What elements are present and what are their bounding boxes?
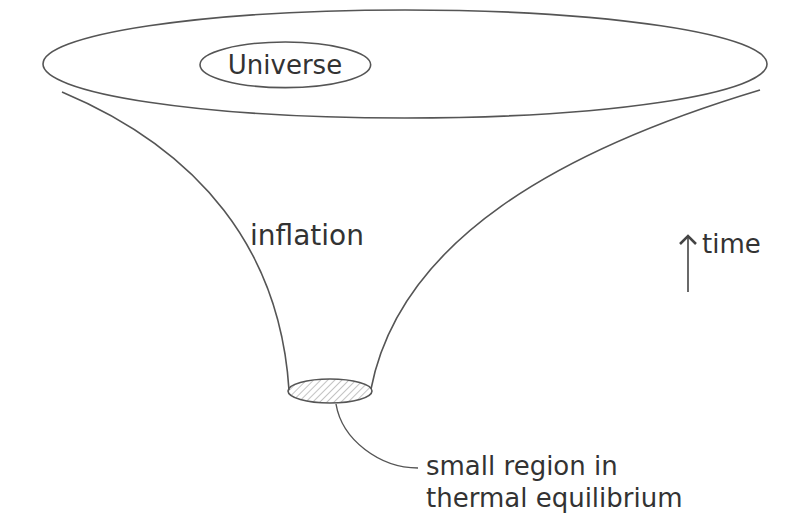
- funnel-shape: inflation Universe: [0, 0, 806, 410]
- funnel-outline: [0, 0, 806, 410]
- small-region-ellipse: [288, 379, 372, 403]
- ellipse-shape: [200, 42, 371, 88]
- leader-line: [336, 404, 418, 468]
- note-label: small region in thermal equilibrium: [426, 450, 716, 514]
- region-label: inflation: [250, 220, 364, 252]
- time-arrow: [687, 236, 689, 292]
- axis-label: time: [702, 228, 761, 260]
- universe-ellipse: Universe: [199, 41, 372, 89]
- ellipse-text-holder: Universe: [199, 41, 372, 89]
- node-label: Universe: [228, 49, 342, 81]
- funnel-right-side: [371, 90, 760, 389]
- funnel-top-ellipse: [43, 10, 767, 118]
